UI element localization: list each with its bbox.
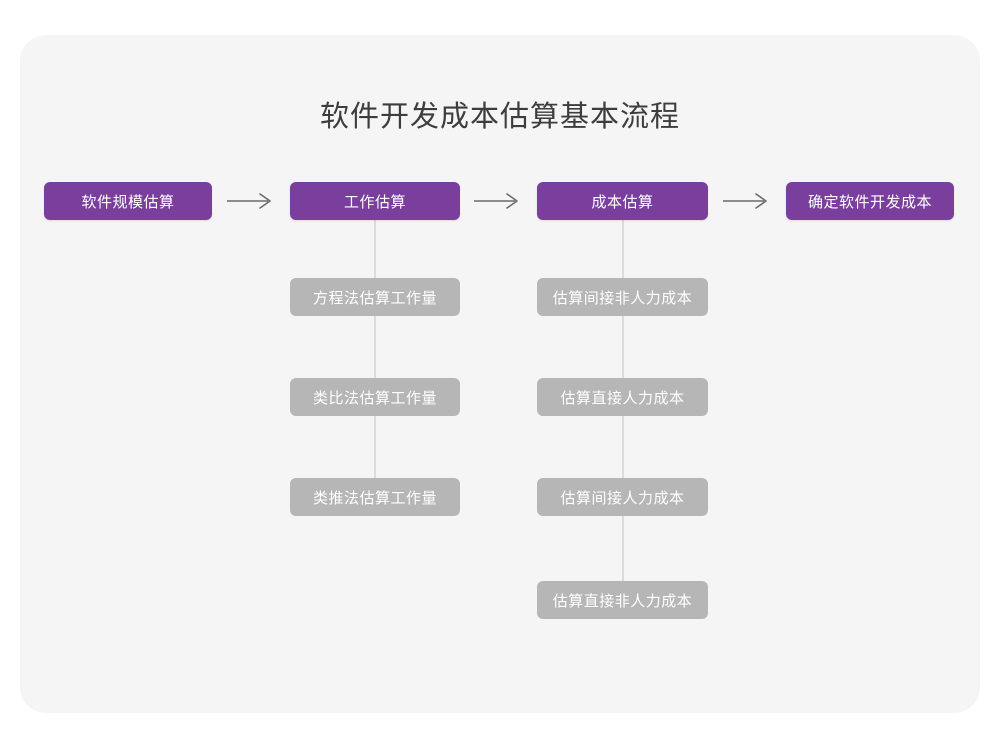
substep-box-equation-method-effort[interactable]: 方程法估算工作量 <box>290 278 460 316</box>
substep-box-direct-labor-cost[interactable]: 估算直接人力成本 <box>537 378 708 416</box>
connector-line-cost-branch <box>622 220 624 618</box>
substep-box-indirect-labor-cost[interactable]: 估算间接人力成本 <box>537 478 708 516</box>
stage-box-work-estimation[interactable]: 工作估算 <box>290 182 460 220</box>
arrow-right-icon <box>722 190 774 212</box>
diagram-card <box>20 35 980 713</box>
arrow-right-icon <box>473 190 525 212</box>
substep-box-indirect-nonlabor-cost[interactable]: 估算间接非人力成本 <box>537 278 708 316</box>
stage-box-software-scale-estimation[interactable]: 软件规模估算 <box>44 182 212 220</box>
substep-box-analogy-method-effort[interactable]: 类比法估算工作量 <box>290 378 460 416</box>
page-title: 软件开发成本估算基本流程 <box>319 101 680 133</box>
stage-box-cost-estimation[interactable]: 成本估算 <box>537 182 708 220</box>
stage-box-determine-development-cost[interactable]: 确定软件开发成本 <box>786 182 954 220</box>
substep-box-direct-nonlabor-cost[interactable]: 估算直接非人力成本 <box>537 581 708 619</box>
substep-box-inference-method-effort[interactable]: 类推法估算工作量 <box>290 478 460 516</box>
arrow-right-icon <box>226 190 278 212</box>
connector-line-work-branch <box>374 220 376 515</box>
